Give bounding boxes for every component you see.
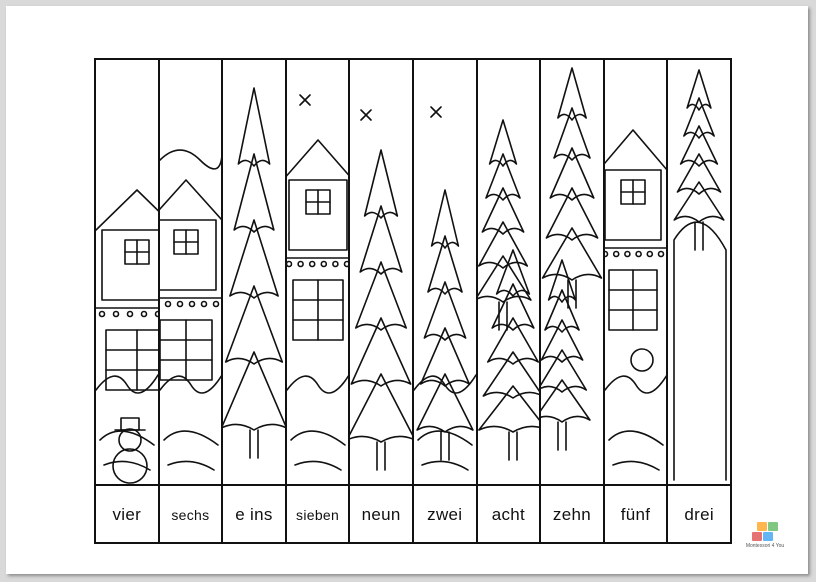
picture-strip-9 <box>604 60 669 484</box>
worksheet-page: vier sechs e ins sieben neun zwei acht z… <box>6 6 808 574</box>
picture-strip-7 <box>477 60 542 484</box>
strip-drawing <box>350 109 412 471</box>
strip-drawing <box>541 67 603 451</box>
logo-blocks-icon <box>752 520 778 542</box>
strip-drawing <box>286 94 349 471</box>
strip-drawing <box>223 87 285 459</box>
picture-strip-puzzle: vier sechs e ins sieben neun zwei acht z… <box>94 58 732 544</box>
strip-label-3: e ins <box>223 486 287 544</box>
line-art <box>159 149 222 471</box>
strip-drawing <box>96 189 158 484</box>
strip-drawing <box>159 149 222 471</box>
line-art <box>673 69 728 481</box>
strip-label-8: zehn <box>541 486 605 544</box>
line-art <box>604 129 667 471</box>
strip-label-4: sieben <box>287 486 351 544</box>
strip-drawing <box>477 119 540 461</box>
picture-strip-1 <box>96 60 160 484</box>
strip-drawing <box>604 129 667 471</box>
picture-strip-4 <box>286 60 351 484</box>
strip-row <box>96 60 730 484</box>
line-art <box>541 67 603 451</box>
picture-strip-2 <box>159 60 224 484</box>
strip-label-1: vier <box>96 486 160 544</box>
strip-drawing <box>673 69 728 481</box>
line-art <box>413 106 476 471</box>
picture-strip-3 <box>223 60 287 484</box>
line-art <box>350 109 412 471</box>
picture-strip-8 <box>541 60 605 484</box>
strip-label-9: fünf <box>605 486 669 544</box>
line-art <box>223 87 285 459</box>
strip-drawing <box>413 106 476 471</box>
strip-label-2: sechs <box>160 486 224 544</box>
number-word-row: vier sechs e ins sieben neun zwei acht z… <box>96 484 730 544</box>
logo-text: Montessori 4 You <box>745 543 785 549</box>
picture-strip-6 <box>413 60 478 484</box>
picture-strip-5 <box>350 60 414 484</box>
line-art <box>286 94 349 471</box>
picture-strip-10 <box>668 60 730 484</box>
line-art <box>96 189 158 484</box>
strip-label-6: zwei <box>414 486 478 544</box>
strip-label-5: neun <box>350 486 414 544</box>
strip-label-7: acht <box>478 486 542 544</box>
line-art <box>477 119 540 461</box>
publisher-logo: Montessori 4 You <box>742 520 788 554</box>
strip-label-10: drei <box>684 505 714 524</box>
